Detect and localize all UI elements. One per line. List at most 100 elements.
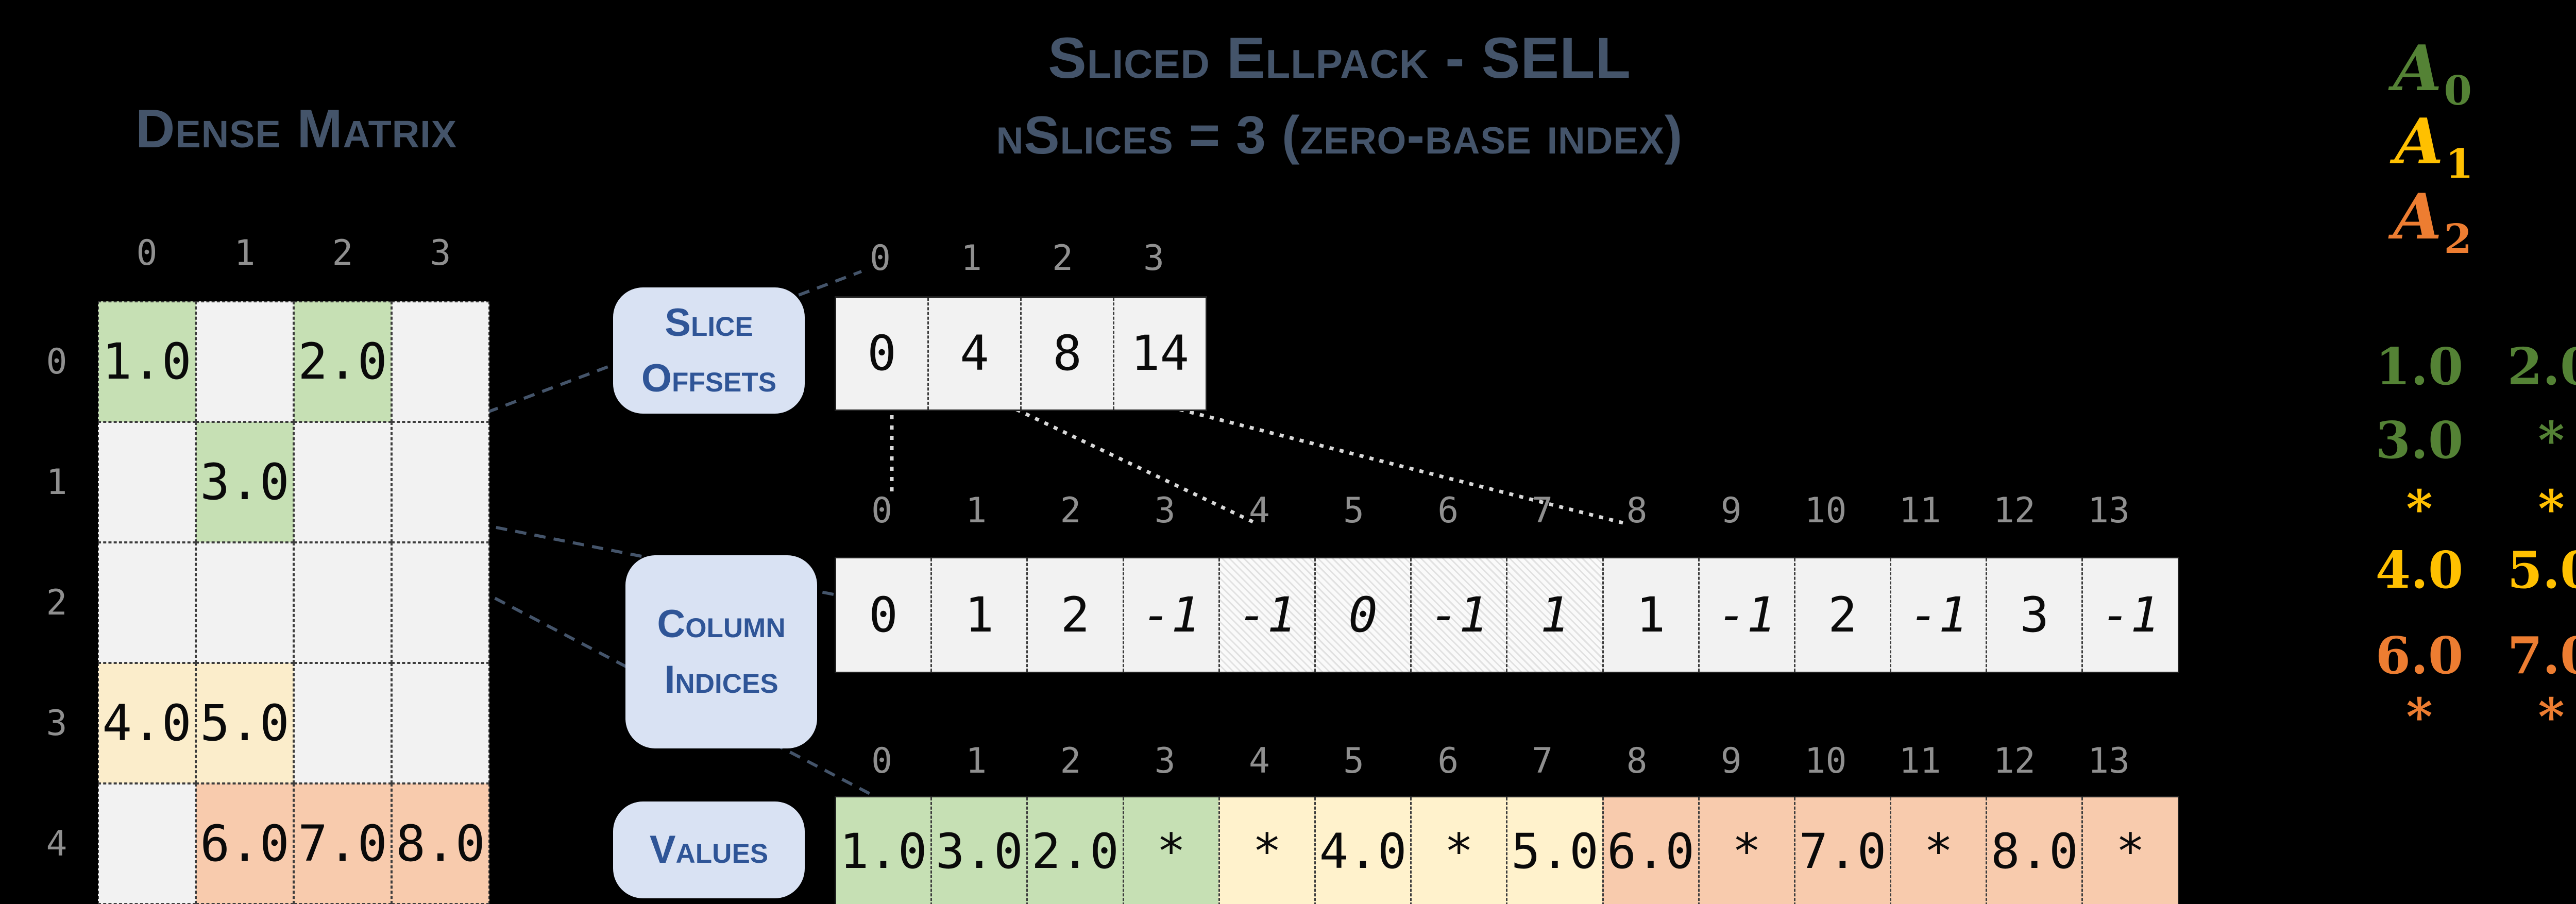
dense-cell: 6.0 xyxy=(196,783,294,904)
dense-row-headers: 0 1 2 3 4 xyxy=(28,301,85,904)
dense-col-header: 3 xyxy=(430,233,451,274)
dense-row-header: 3 xyxy=(46,703,67,744)
slice-offsets-array: 0 4 8 14 xyxy=(835,296,1207,411)
array-index-label: 11 xyxy=(1899,741,1941,781)
array-index-label: 6 xyxy=(1437,490,1459,531)
array-index-label: 3 xyxy=(1143,238,1164,279)
value-cell: * xyxy=(1410,797,1506,904)
slice-value: * xyxy=(2538,411,2565,470)
dense-cell xyxy=(98,422,196,542)
array-index-label: 3 xyxy=(1154,490,1176,531)
array-index-label: 1 xyxy=(961,238,982,279)
dense-cell xyxy=(392,663,489,783)
column-index-cell: 2 xyxy=(1026,558,1123,672)
slice-value: 6.0 xyxy=(2375,626,2464,686)
dense-cell: 7.0 xyxy=(294,783,392,904)
column-index-cell: 3 xyxy=(1986,558,2082,672)
slice-label-a0: A0 xyxy=(2393,31,2472,114)
value-cell: * xyxy=(1698,797,1794,904)
array-index-label: 13 xyxy=(2088,741,2130,781)
slice-value: 2.0 xyxy=(2507,337,2576,397)
array-index-label: 2 xyxy=(1060,741,1081,781)
array-index-label: 9 xyxy=(1720,490,1742,531)
dense-cell: 8.0 xyxy=(392,783,489,904)
slice-value: * xyxy=(2406,480,2433,539)
array-index-label: 12 xyxy=(1993,490,2036,531)
slice-value: 3.0 xyxy=(2375,411,2464,470)
column-index-cell: 0 xyxy=(1314,558,1411,672)
value-cell: 2.0 xyxy=(1026,797,1123,904)
array-index-label: 8 xyxy=(1626,741,1648,781)
column-indices-headers: 0 1 2 3 4 5 6 7 8 9 10 11 12 13 xyxy=(835,490,2156,531)
values-headers: 0 1 2 3 4 5 6 7 8 9 10 11 12 13 xyxy=(835,741,2156,781)
dense-cell xyxy=(392,422,489,542)
slice-label-subscript: 2 xyxy=(2444,216,2472,263)
slice-value: 5.0 xyxy=(2507,541,2576,600)
dense-row-header: 4 xyxy=(46,823,67,864)
column-index-cell: 1 xyxy=(930,558,1027,672)
values-label: Values xyxy=(613,801,805,898)
dense-cell: 1.0 xyxy=(98,301,196,422)
slice-offsets-headers: 0 1 2 3 xyxy=(835,238,1199,279)
array-index-label: 7 xyxy=(1532,490,1553,531)
array-index-label: 8 xyxy=(1626,490,1648,531)
column-indices-label-line1: Column xyxy=(657,602,786,646)
slice2-row1: * * * xyxy=(2353,688,2576,747)
dense-cell xyxy=(294,663,392,783)
slice-label-subscript: 0 xyxy=(2444,67,2472,114)
column-index-cell: -1 xyxy=(2081,558,2178,672)
array-index-label: 1 xyxy=(965,490,987,531)
slice-offset-cell: 8 xyxy=(1020,298,1113,410)
slice-offsets-label-line1: Slice xyxy=(665,300,753,345)
dense-cell xyxy=(98,783,196,904)
dense-cell xyxy=(294,422,392,542)
value-cell: 1.0 xyxy=(836,797,931,904)
slice-offsets-label-line2: Offsets xyxy=(641,356,777,400)
values-array: 1.0 3.0 2.0 * * 4.0 * 5.0 6.0 * 7.0 * 8.… xyxy=(835,796,2179,904)
slice-value: 7.0 xyxy=(2507,626,2576,686)
dense-cell xyxy=(294,542,392,663)
array-index-label: 13 xyxy=(2088,490,2130,531)
column-index-cell: -1 xyxy=(1890,558,1986,672)
dense-cell: 5.0 xyxy=(196,663,294,783)
slice0-row0: 1.0 2.0 xyxy=(2353,337,2576,397)
array-index-label: 5 xyxy=(1343,741,1364,781)
dense-row-header: 2 xyxy=(46,582,67,623)
value-cell: 8.0 xyxy=(1986,797,2082,904)
slice1-row1: 4.0 5.0 xyxy=(2353,541,2576,600)
array-index-label: 4 xyxy=(1248,741,1270,781)
array-index-label: 2 xyxy=(1060,490,1081,531)
dense-cell xyxy=(98,542,196,663)
value-cell: 3.0 xyxy=(930,797,1027,904)
value-cell: 4.0 xyxy=(1314,797,1411,904)
dense-cell xyxy=(392,301,489,422)
value-cell: 6.0 xyxy=(1602,797,1698,904)
slice-label-a2: A2 xyxy=(2393,179,2472,263)
slice1-row0: * * xyxy=(2353,480,2576,539)
slice-value: * xyxy=(2406,688,2433,747)
dense-cell xyxy=(392,542,489,663)
array-index-label: 6 xyxy=(1437,741,1459,781)
main-title: Sliced Ellpack - SELL nSlices = 3 (zero-… xyxy=(824,20,1855,174)
column-indices-label: Column Indices xyxy=(625,555,817,748)
value-cell: * xyxy=(1890,797,1986,904)
slice-offset-cell: 14 xyxy=(1113,298,1206,410)
column-indices-label-line2: Indices xyxy=(664,657,778,702)
array-index-label: 10 xyxy=(1804,490,1847,531)
dense-cell: 2.0 xyxy=(294,301,392,422)
column-index-cell: 2 xyxy=(1793,558,1890,672)
array-index-label: 5 xyxy=(1343,490,1364,531)
slice-value: * xyxy=(2538,480,2565,539)
array-index-label: 10 xyxy=(1804,741,1847,781)
array-index-label: 7 xyxy=(1532,741,1553,781)
array-index-label: 4 xyxy=(1248,490,1270,531)
column-index-cell: -1 xyxy=(1410,558,1506,672)
dense-row-header: 0 xyxy=(46,341,67,382)
slice-label-base: A xyxy=(2393,179,2442,253)
dense-cell: 3.0 xyxy=(196,422,294,542)
array-index-label: 3 xyxy=(1154,741,1176,781)
value-cell: 5.0 xyxy=(1506,797,1602,904)
slice0-row1: 3.0 * xyxy=(2353,411,2576,470)
column-index-cell: -1 xyxy=(1122,558,1218,672)
